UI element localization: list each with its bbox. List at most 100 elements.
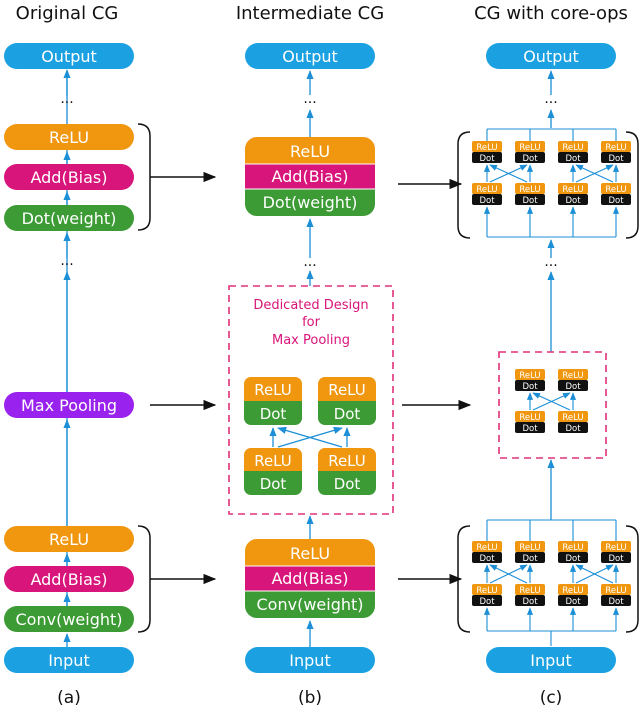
column-a: Output ... ReLU Add(Bias) Dot(weight) ..… bbox=[4, 43, 151, 673]
core-op-dot-label: Dot bbox=[522, 196, 538, 206]
ellipsis-a-top: ... bbox=[60, 91, 73, 107]
core-op-relu-label: ReLU bbox=[476, 543, 497, 553]
dot-weight-label-a: Dot(weight) bbox=[22, 209, 117, 228]
core-op-dot-label: Dot bbox=[565, 554, 581, 564]
relu-label-a-bottom: ReLU bbox=[49, 530, 89, 549]
pool-dot-tl: Dot bbox=[260, 405, 287, 423]
max-pooling-label-a: Max Pooling bbox=[21, 396, 117, 415]
column-title-b: Intermediate CG bbox=[236, 3, 384, 24]
core-op-dot-label: Dot bbox=[608, 196, 624, 206]
core-op-connector bbox=[489, 164, 528, 183]
pool-relu-tr: ReLU bbox=[328, 381, 366, 399]
group-bracket-a-bottom bbox=[137, 525, 151, 633]
core-op-relu-label: ReLU bbox=[562, 185, 583, 195]
core-op-dot-label: Dot bbox=[522, 154, 538, 164]
output-node-b bbox=[245, 43, 375, 69]
fused-block-b-bottom: ReLU Add(Bias) Conv(weight) bbox=[245, 539, 375, 618]
add-bias-label-a: Add(Bias) bbox=[30, 168, 107, 187]
group-bracket-c-top-left bbox=[457, 131, 471, 239]
pool-dot-br: Dot bbox=[334, 475, 361, 493]
core-op-connector bbox=[532, 392, 571, 411]
output-label-c: Output bbox=[523, 47, 579, 66]
max-pooling-node-a bbox=[4, 392, 134, 418]
conv-weight-node-a bbox=[4, 606, 134, 632]
core-op-dot-label: Dot bbox=[522, 424, 538, 434]
output-node-c bbox=[486, 43, 616, 69]
core-op-relu-label: ReLU bbox=[519, 371, 540, 381]
ellipsis-a-mid: ... bbox=[60, 253, 73, 269]
core-op-dot-label: Dot bbox=[479, 597, 495, 607]
core-op-dot-label: Dot bbox=[522, 554, 538, 564]
dedicated-design-title-2: for bbox=[302, 315, 321, 330]
column-b: Output ... ReLU Add(Bias) Dot(weight) ..… bbox=[228, 43, 394, 673]
input-label-b: Input bbox=[289, 651, 330, 670]
relu-label-b-bottom: ReLU bbox=[290, 544, 330, 563]
pool-relu-br: ReLU bbox=[328, 452, 366, 470]
dot-weight-label-b-top: Dot(weight) bbox=[263, 193, 358, 212]
input-label-a: Input bbox=[48, 651, 89, 670]
column-title-c: CG with core-ops bbox=[474, 3, 628, 24]
conv-weight-label-a: Conv(weight) bbox=[16, 610, 123, 629]
core-op-connector bbox=[489, 564, 528, 584]
core-op-relu-label: ReLU bbox=[562, 543, 583, 553]
add-bias-node-a bbox=[4, 164, 134, 190]
dedicated-design-box bbox=[228, 285, 394, 515]
ellipsis-b-top: ... bbox=[303, 91, 316, 107]
core-ops-grid-top: ReLUDotReLUDotReLUDotReLUDotReLUDotReLUD… bbox=[472, 128, 631, 238]
caption-c: (c) bbox=[540, 688, 563, 708]
core-op-relu-label: ReLU bbox=[476, 586, 497, 596]
group-bracket-c-top-right bbox=[625, 131, 639, 239]
add-bias-label-b-top: Add(Bias) bbox=[271, 167, 348, 186]
input-label-c: Input bbox=[530, 651, 571, 670]
relu-node-a-top bbox=[4, 124, 134, 150]
relu-label-b-top: ReLU bbox=[290, 142, 330, 161]
dedicated-design-title-3: Max Pooling bbox=[272, 333, 350, 348]
core-op-relu-label: ReLU bbox=[519, 543, 540, 553]
dot-weight-node-a bbox=[4, 205, 134, 231]
core-op-dot-label: Dot bbox=[565, 424, 581, 434]
ellipsis-b-mid: ... bbox=[303, 254, 316, 270]
core-op-relu-label: ReLU bbox=[605, 543, 626, 553]
core-op-dot-label: Dot bbox=[608, 154, 624, 164]
core-op-dot-label: Dot bbox=[565, 382, 581, 392]
core-op-connector bbox=[575, 564, 614, 584]
add-bias-label-a-bottom: Add(Bias) bbox=[30, 570, 107, 589]
core-op-dot-label: Dot bbox=[608, 597, 624, 607]
caption-a: (a) bbox=[57, 688, 81, 708]
core-op-dot-label: Dot bbox=[565, 597, 581, 607]
core-op-dot-label: Dot bbox=[479, 554, 495, 564]
core-op-relu-label: ReLU bbox=[605, 586, 626, 596]
pool-pair-top-right: ReLU Dot bbox=[318, 377, 376, 425]
pool-dot-tr: Dot bbox=[334, 405, 361, 423]
core-op-dot-label: Dot bbox=[479, 154, 495, 164]
add-bias-label-b-bottom: Add(Bias) bbox=[271, 569, 348, 588]
input-node-a bbox=[4, 647, 134, 673]
core-op-relu-label: ReLU bbox=[562, 586, 583, 596]
pool-relu-tl: ReLU bbox=[254, 381, 292, 399]
pool-dot-bl: Dot bbox=[260, 475, 287, 493]
core-op-dot-label: Dot bbox=[479, 196, 495, 206]
column-title-a: Original CG bbox=[16, 3, 119, 24]
core-op-dot-label: Dot bbox=[522, 597, 538, 607]
core-op-relu-label: ReLU bbox=[562, 143, 583, 153]
core-op-relu-label: ReLU bbox=[476, 185, 497, 195]
group-bracket-a-top bbox=[137, 123, 151, 231]
core-op-relu-label: ReLU bbox=[519, 143, 540, 153]
pool-pair-bottom-right: ReLU Dot bbox=[318, 448, 376, 495]
core-op-dot-label: Dot bbox=[565, 154, 581, 164]
core-op-relu-label: ReLU bbox=[519, 586, 540, 596]
